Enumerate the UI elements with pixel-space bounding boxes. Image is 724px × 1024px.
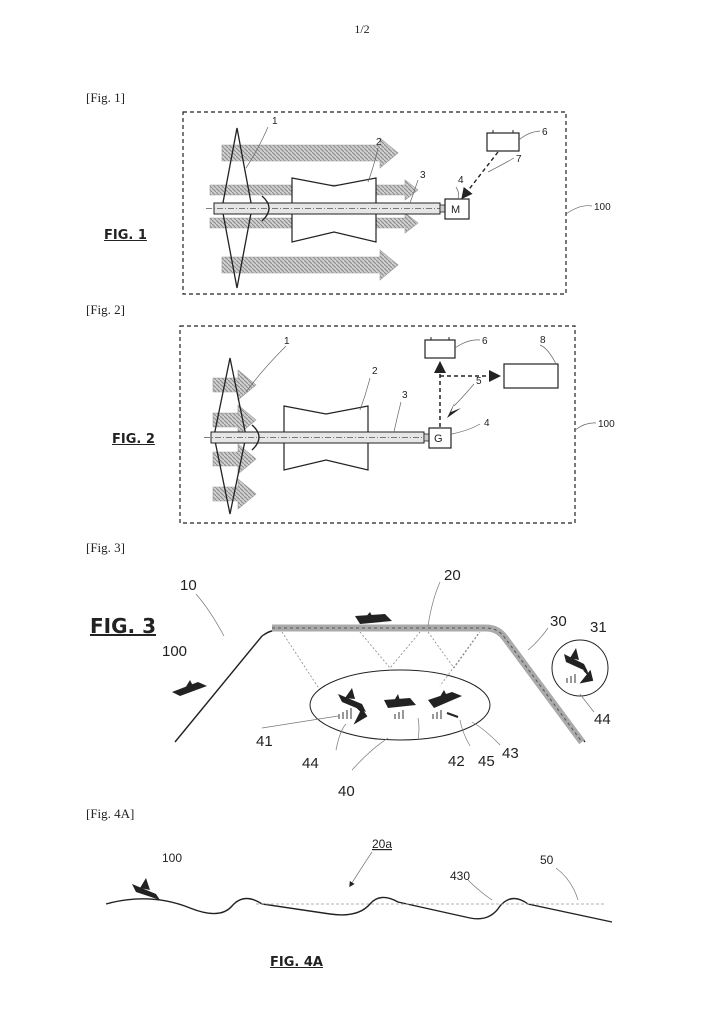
ref-3: 3 <box>420 170 426 181</box>
aircraft-icon <box>564 648 588 672</box>
ref-100: 100 <box>162 851 182 865</box>
ref-3: 3 <box>402 390 408 401</box>
fig2-lightning-icon <box>447 402 461 418</box>
ref-2: 2 <box>376 137 382 148</box>
aircraft-icon <box>172 680 207 696</box>
fig3-arrow-44b <box>582 670 592 682</box>
ref-30: 30 <box>550 613 567 630</box>
ref-10: 10 <box>180 577 197 594</box>
fig3-terrain <box>175 630 585 742</box>
ref-100: 100 <box>162 643 187 660</box>
fig3-mark-45 <box>447 713 458 717</box>
aircraft-icon <box>428 690 462 708</box>
fig4a-terrain <box>106 897 612 922</box>
fig1-power-link <box>463 152 498 197</box>
fig2-battery <box>425 340 455 358</box>
ref-31: 31 <box>590 619 607 636</box>
fig1-battery <box>487 133 519 151</box>
fig1-diagram <box>183 112 592 294</box>
fig3-corridor-20 <box>272 628 582 742</box>
fig3-diagram <box>172 582 608 770</box>
ref-430: 430 <box>450 869 470 883</box>
generator-letter: G <box>434 433 443 445</box>
ref-45: 45 <box>478 753 495 770</box>
ref-8: 8 <box>540 335 546 346</box>
fig2-load-box <box>504 364 558 388</box>
ref-7: 7 <box>516 154 522 165</box>
ref-100: 100 <box>598 419 615 430</box>
fig2-diagram <box>180 326 596 523</box>
ref-44: 44 <box>302 755 319 772</box>
ref-50: 50 <box>540 853 554 867</box>
aircraft-icon <box>384 694 416 708</box>
ref-43: 43 <box>502 745 519 762</box>
ref-4: 4 <box>484 418 490 429</box>
ref-4: 4 <box>458 175 464 186</box>
aircraft-icon <box>355 612 392 624</box>
ref-1: 1 <box>284 336 290 347</box>
ref-41: 41 <box>256 733 273 750</box>
ref-6: 6 <box>542 127 548 138</box>
ref-44: 44 <box>594 711 611 728</box>
aircraft-icon <box>132 878 160 900</box>
ref-2: 2 <box>372 366 378 377</box>
ref-5: 5 <box>476 376 482 387</box>
ref-40: 40 <box>338 783 355 800</box>
motor-letter: M <box>451 204 460 216</box>
ref-100: 100 <box>594 202 611 213</box>
ref-1: 1 <box>272 116 278 127</box>
ref-20a: 20a <box>372 837 392 851</box>
ref-20: 20 <box>444 567 461 584</box>
ref-42: 42 <box>448 753 465 770</box>
fig3-dispatch-lines <box>282 632 480 690</box>
ref-6: 6 <box>482 336 488 347</box>
